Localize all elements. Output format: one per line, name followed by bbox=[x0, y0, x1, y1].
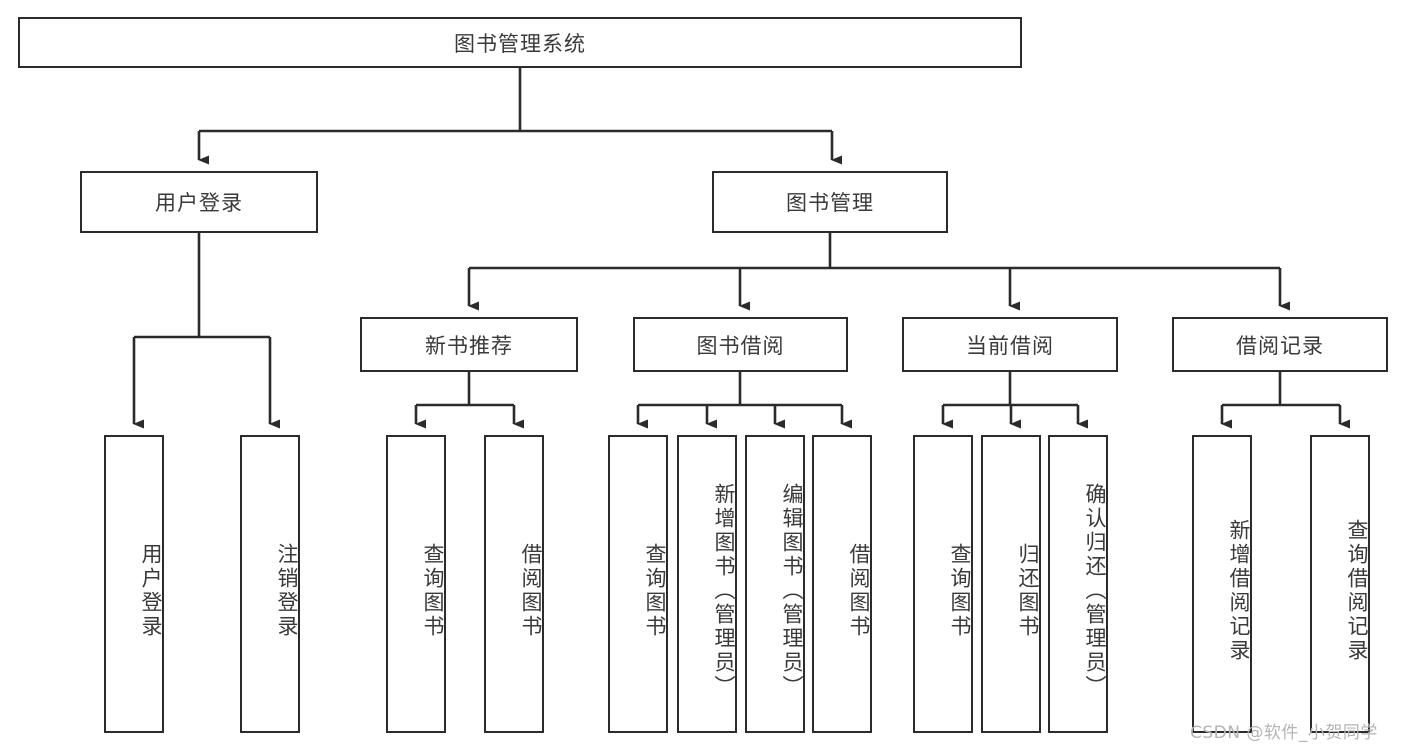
node-current-borrow-label: 当前借阅 bbox=[966, 333, 1054, 358]
node-book-management-label: 图书管理 bbox=[786, 191, 874, 215]
leaf-user-login-label: 用户登录 bbox=[139, 543, 163, 639]
leaf-query-book-recommend[interactable]: 查询图书 bbox=[386, 435, 446, 733]
leaf-return-book-label: 归还图书 bbox=[1016, 543, 1040, 639]
leaf-query-book-borrow[interactable]: 查询图书 bbox=[608, 435, 668, 733]
node-new-book-recommend[interactable]: 新书推荐 bbox=[360, 317, 578, 372]
leaf-add-borrow-record-label: 新增借阅记录 bbox=[1227, 519, 1251, 663]
leaf-query-book-current-label: 查询图书 bbox=[948, 543, 972, 639]
leaf-query-book-borrow-label: 查询图书 bbox=[643, 543, 667, 639]
leaf-query-book-current[interactable]: 查询图书 bbox=[913, 435, 973, 733]
node-current-borrow[interactable]: 当前借阅 bbox=[902, 317, 1118, 372]
leaf-logout-label: 注销登录 bbox=[275, 543, 299, 639]
leaf-query-borrow-record-label: 查询借阅记录 bbox=[1345, 519, 1369, 663]
node-user-login-label: 用户登录 bbox=[155, 191, 243, 215]
leaf-logout[interactable]: 注销登录 bbox=[240, 435, 300, 733]
leaf-borrow-book-recommend-label: 借阅图书 bbox=[519, 543, 543, 639]
leaf-edit-book-admin[interactable]: 编辑图书（管理员） bbox=[745, 435, 805, 733]
leaf-edit-book-admin-label: 编辑图书（管理员） bbox=[780, 483, 804, 699]
node-book-borrow[interactable]: 图书借阅 bbox=[633, 317, 848, 372]
node-user-login[interactable]: 用户登录 bbox=[80, 171, 318, 233]
leaf-borrow-book-recommend[interactable]: 借阅图书 bbox=[484, 435, 544, 733]
leaf-add-book-admin-label: 新增图书（管理员） bbox=[712, 483, 736, 699]
leaf-query-borrow-record[interactable]: 查询借阅记录 bbox=[1310, 435, 1370, 733]
leaf-query-book-recommend-label: 查询图书 bbox=[421, 543, 445, 639]
leaf-return-book[interactable]: 归还图书 bbox=[981, 435, 1041, 733]
node-borrow-record[interactable]: 借阅记录 bbox=[1172, 317, 1388, 372]
node-root-label: 图书管理系统 bbox=[454, 31, 586, 56]
node-root[interactable]: 图书管理系统 bbox=[18, 17, 1022, 68]
node-book-borrow-label: 图书借阅 bbox=[696, 333, 785, 358]
node-borrow-record-label: 借阅记录 bbox=[1236, 333, 1324, 358]
leaf-confirm-return-admin-label: 确认归还（管理员） bbox=[1083, 483, 1107, 699]
node-new-book-recommend-label: 新书推荐 bbox=[425, 333, 513, 358]
leaf-borrow-book[interactable]: 借阅图书 bbox=[812, 435, 872, 733]
leaf-user-login[interactable]: 用户登录 bbox=[104, 435, 164, 733]
leaf-confirm-return-admin[interactable]: 确认归还（管理员） bbox=[1048, 435, 1108, 733]
leaf-add-book-admin[interactable]: 新增图书（管理员） bbox=[677, 435, 737, 733]
leaf-borrow-book-label: 借阅图书 bbox=[847, 543, 871, 639]
leaf-add-borrow-record[interactable]: 新增借阅记录 bbox=[1192, 435, 1252, 733]
node-book-management[interactable]: 图书管理 bbox=[712, 171, 948, 233]
